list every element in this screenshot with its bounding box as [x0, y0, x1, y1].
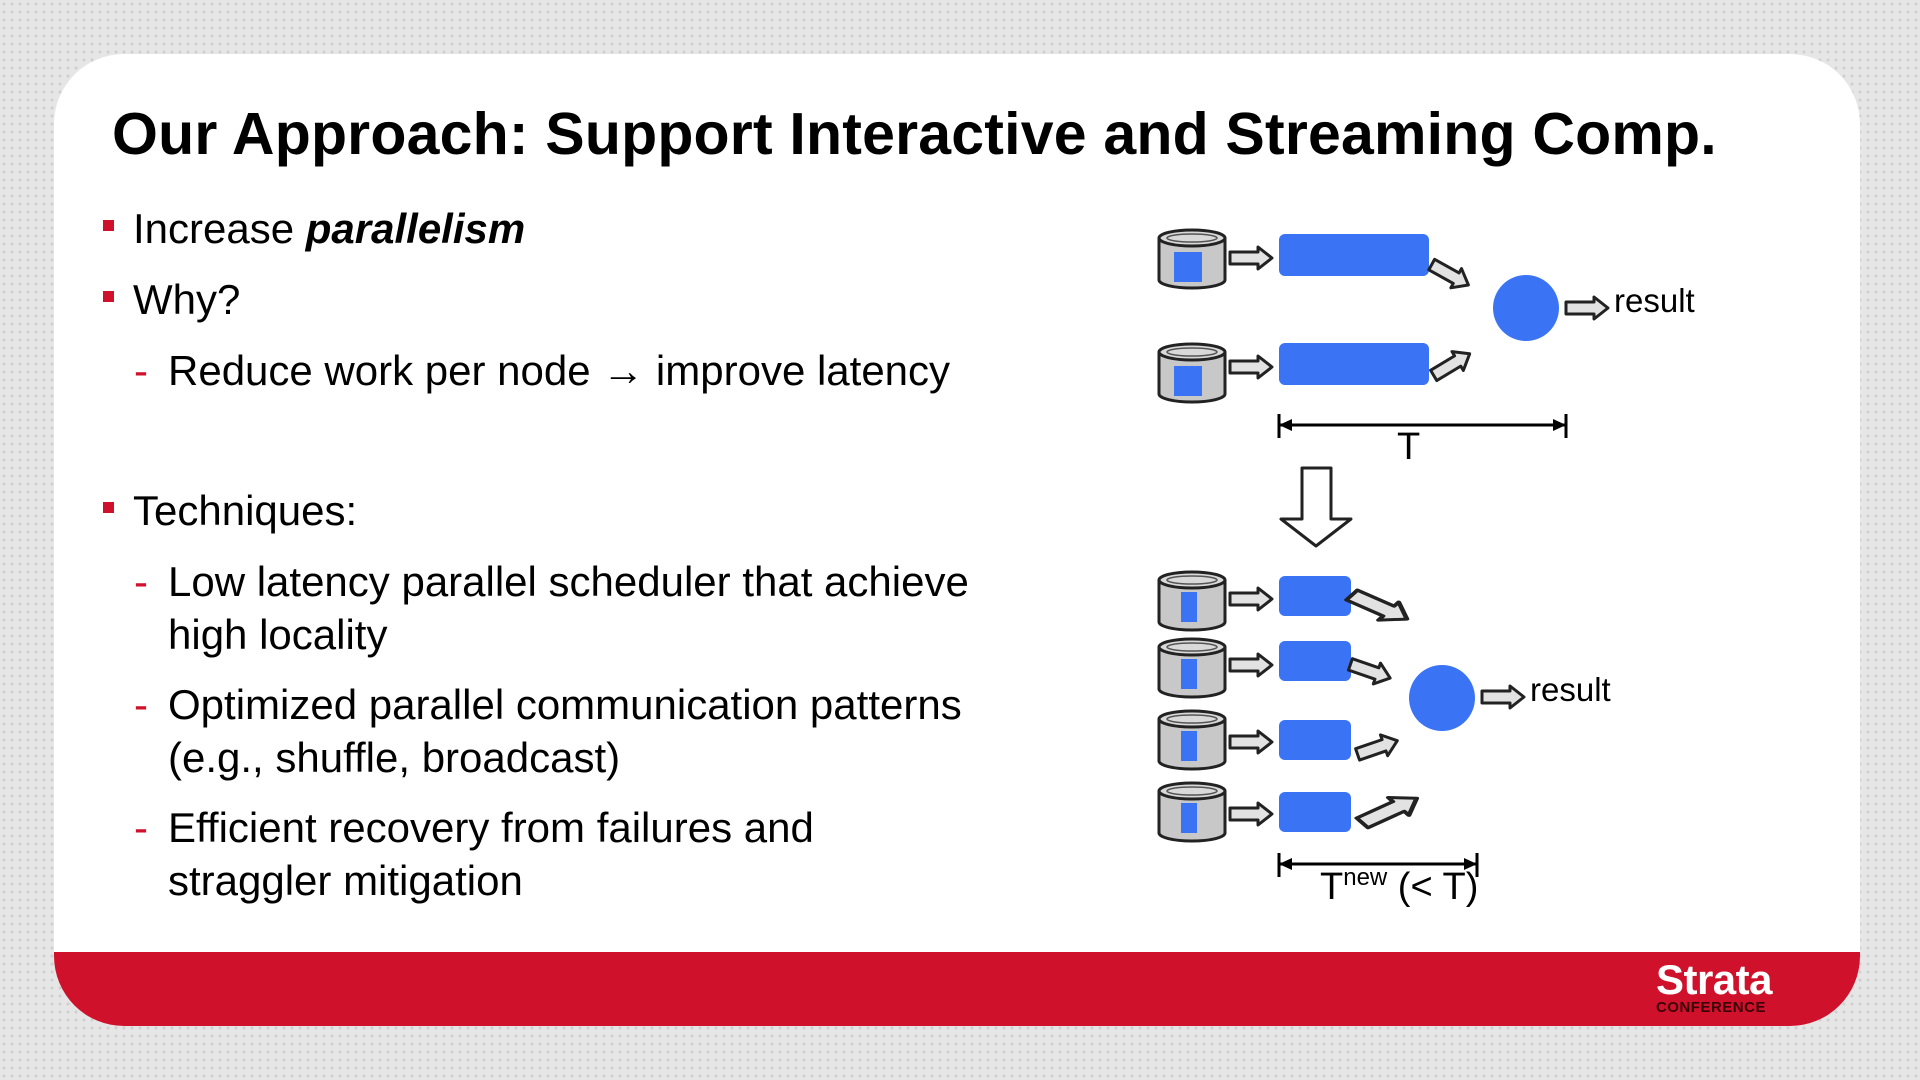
arrow-icon: [1564, 295, 1610, 321]
footer-band: Strata CONFERENCE: [54, 952, 1860, 1026]
arrow-icon: [1480, 684, 1526, 710]
arrow-icon: [1228, 354, 1274, 380]
sub-bullet-dash: -: [134, 681, 148, 728]
sub-bullet-recovery-line2: straggler mitigation: [168, 857, 523, 904]
disk-icon: [1157, 342, 1227, 404]
sub-bullet-reduce-work: Reduce work per node → improve latency: [168, 347, 951, 394]
disk-icon: [1157, 709, 1227, 771]
sub-bullet-communication-line2: (e.g., shuffle, broadcast): [168, 734, 621, 781]
task-block: [1279, 343, 1429, 385]
sub-bullet-scheduler-line1: Low latency parallel scheduler that achi…: [168, 558, 969, 605]
disk-icon: [1157, 570, 1227, 632]
disk-icon: [1157, 781, 1227, 843]
arrow-icon: [1228, 245, 1274, 271]
slide: Our Approach: Support Interactive and St…: [54, 54, 1860, 1026]
parallelism-diagram: result T: [1157, 228, 1695, 908]
strata-logo: Strata CONFERENCE: [1655, 956, 1773, 1016]
bullet-emphasis: parallelism: [305, 205, 526, 252]
logo-main-text: Strata: [1655, 956, 1773, 1003]
aggregator-node: [1409, 665, 1475, 731]
arrow-icon: [1352, 728, 1403, 767]
sub-bullet-recovery-line1: Efficient recovery from failures and: [168, 804, 814, 851]
disk-icon: [1157, 228, 1227, 290]
bullet-techniques: Techniques:: [133, 487, 358, 534]
arrow-icon: [1228, 801, 1274, 827]
sub-bullet-communication-line1: Optimized parallel communication pattern…: [168, 681, 962, 728]
arrow-icon: [1345, 652, 1396, 690]
arrow-icon: [1228, 586, 1274, 612]
bullet-increase-parallelism: Increase parallelism: [133, 205, 525, 253]
result-label: result: [1530, 671, 1611, 708]
time-span-bracket: [1277, 853, 1479, 877]
sub-bullet-dash: -: [134, 558, 148, 605]
task-block: [1279, 234, 1429, 276]
slide-title: Our Approach: Support Interactive and St…: [112, 101, 1717, 167]
logo-sub-text: CONFERENCE: [1655, 999, 1766, 1016]
bullet-marker: [103, 502, 114, 513]
sub-bullet-dash: -: [134, 347, 148, 394]
aggregator-node: [1493, 275, 1559, 341]
bullet-marker: [103, 291, 114, 302]
time-label: T: [1397, 426, 1420, 468]
bullet-marker: [103, 220, 114, 231]
arrow-icon: [1426, 342, 1477, 387]
down-arrow-icon: [1279, 466, 1353, 548]
sub-bullet-dash: -: [134, 804, 148, 851]
sub-bullet-scheduler-line2: high locality: [168, 611, 388, 658]
task-block: [1279, 641, 1351, 681]
task-block: [1279, 720, 1351, 760]
disk-icon: [1157, 637, 1227, 699]
task-block: [1279, 792, 1351, 832]
arrow-icon: [1228, 729, 1274, 755]
bullet-why: Why?: [133, 276, 241, 323]
arrow-icon: [1228, 652, 1274, 678]
bullet-text: Increase: [133, 205, 306, 252]
result-label: result: [1614, 282, 1695, 319]
bottom-pipeline: result Tnew (< T): [1157, 570, 1611, 908]
arrow-icon: [1342, 586, 1417, 628]
task-block: [1279, 576, 1351, 616]
time-span-bracket: [1277, 414, 1568, 438]
arrow-icon: [1352, 789, 1427, 831]
arrow-icon: [1424, 253, 1476, 297]
top-pipeline: result T: [1157, 228, 1695, 468]
time-new-label: Tnew (< T): [1320, 864, 1478, 908]
